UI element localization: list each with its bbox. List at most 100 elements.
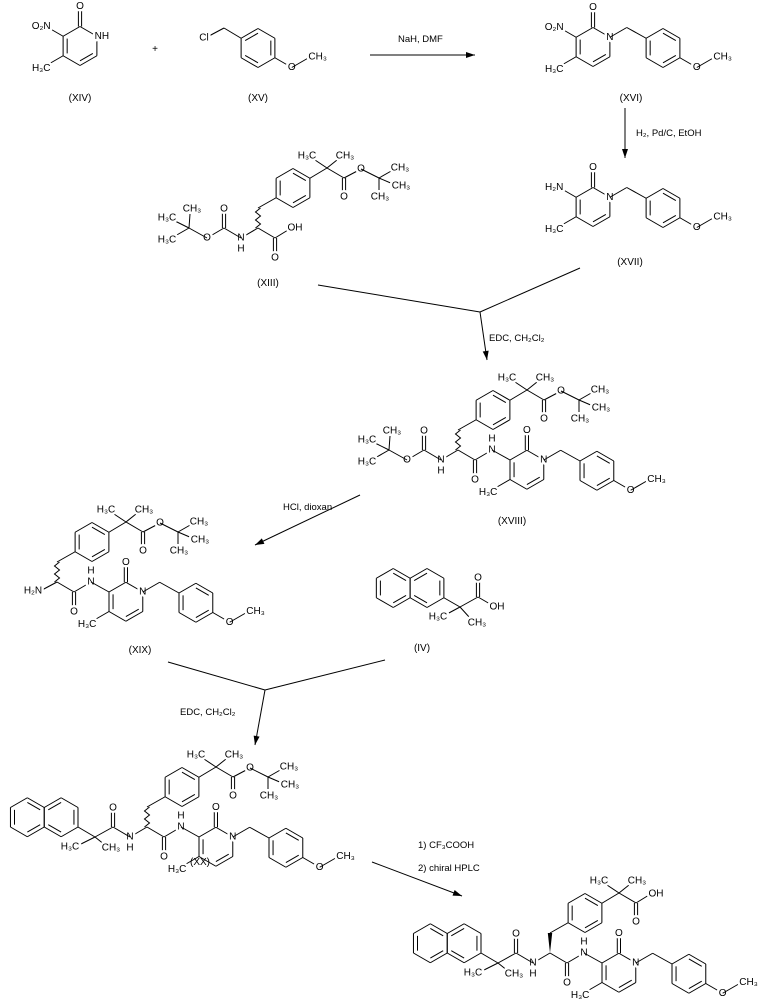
- bond: [609, 187, 628, 198]
- ring-double-bond: [662, 214, 677, 224]
- phenyl-bond: [164, 796, 183, 807]
- atom-label: H₃C: [187, 750, 206, 761]
- atom-label: CH₃: [371, 192, 390, 203]
- atom-label: CH₃: [592, 403, 611, 414]
- atom-label: O: [160, 852, 168, 863]
- bond: [584, 982, 603, 993]
- atom-label: H: [126, 843, 133, 854]
- phenyl-bond: [584, 922, 603, 933]
- ring-double-bond: [430, 927, 444, 937]
- atom-label: H₃C: [358, 435, 377, 446]
- compound-label-xiv: (XIV): [69, 93, 92, 104]
- bond: [423, 449, 442, 461]
- naphthalene-bond: [426, 597, 445, 608]
- bond: [378, 177, 394, 185]
- atom-label: O: [229, 791, 237, 802]
- bond: [722, 983, 740, 994]
- bond: [558, 187, 577, 198]
- naphthalene-bond: [376, 597, 394, 608]
- bond: [378, 169, 394, 179]
- benzene-bond: [268, 827, 287, 839]
- pyridone-bond: [618, 952, 637, 964]
- bond: [249, 767, 269, 778]
- ring-double-bond: [584, 897, 599, 907]
- atom-label: CH₃: [336, 851, 355, 862]
- phenyl-bond: [275, 168, 294, 179]
- atom-label: H₃C: [358, 457, 377, 468]
- bond: [90, 581, 110, 593]
- pyridone-bond: [62, 26, 81, 37]
- pyridone-bond: [215, 826, 234, 838]
- bond: [215, 758, 227, 768]
- bond: [601, 892, 620, 904]
- atom-label: CH₃: [246, 606, 265, 617]
- phenyl-bond: [275, 197, 294, 208]
- bond: [558, 56, 577, 67]
- atom-label: OH: [649, 889, 664, 900]
- naphthalene-bond: [43, 826, 62, 838]
- benzene-bond: [662, 28, 681, 39]
- atom-label: H: [177, 811, 184, 822]
- bond: [457, 449, 476, 461]
- bond: [560, 390, 580, 401]
- atom-label: O: [76, 1, 84, 12]
- pyridone-bond: [215, 856, 234, 867]
- atom-label: CH₃: [468, 618, 487, 629]
- bond: [374, 449, 390, 459]
- arrowhead-icon: [482, 350, 489, 360]
- bond: [91, 611, 110, 622]
- atom-label: H₃C: [32, 63, 51, 74]
- atom-label: CH₃: [628, 876, 647, 887]
- converging-line: [264, 659, 386, 691]
- atom-label: CH₃: [170, 546, 189, 557]
- bond: [206, 227, 225, 239]
- bond: [374, 442, 390, 451]
- benzene-bond: [579, 450, 598, 462]
- pyridone-bond: [79, 26, 98, 37]
- atom-label: H: [488, 434, 495, 445]
- pyridone-bond: [592, 187, 611, 198]
- bond: [609, 27, 628, 38]
- bond: [626, 187, 647, 199]
- phenyl-bond: [475, 419, 494, 430]
- atom-label: CH₃: [190, 517, 209, 528]
- atom-label: H₃C: [498, 373, 517, 384]
- atom-label: H: [529, 969, 536, 980]
- bond: [440, 449, 459, 461]
- naphthalene-bond: [426, 568, 445, 579]
- bond: [232, 826, 250, 838]
- pyridone-bond: [601, 952, 620, 964]
- atom-label: O: [220, 204, 228, 215]
- phenyl-bond: [74, 551, 93, 562]
- benzene-bond: [285, 857, 304, 868]
- ring-double-bond: [526, 476, 540, 486]
- pyridone-bond: [509, 449, 528, 461]
- phenyl-bond: [91, 522, 110, 533]
- atom-label: O: [589, 2, 597, 13]
- bond: [257, 197, 277, 209]
- atom-label: CH₃: [571, 414, 590, 425]
- atom-label: CH₃: [713, 211, 732, 222]
- ring-double-bond: [27, 824, 41, 833]
- bond: [578, 399, 594, 407]
- atom-label: H₃C: [158, 235, 177, 246]
- bond: [566, 952, 585, 964]
- pyridone-bond: [618, 982, 637, 993]
- compound-label-iv: (IV): [414, 643, 430, 654]
- compound-label-xx: (XX): [190, 857, 210, 868]
- benzene-bond: [596, 450, 615, 462]
- ring-double-bond: [392, 594, 407, 604]
- atom-label: CH₃: [391, 163, 410, 174]
- arrowhead-icon: [452, 890, 462, 896]
- bond: [549, 952, 568, 964]
- bond: [326, 159, 338, 169]
- phenyl-bond: [91, 551, 110, 562]
- bond: [177, 523, 193, 533]
- atom-label: O: [403, 455, 411, 466]
- bond: [635, 894, 650, 904]
- ring-double-bond: [244, 32, 259, 42]
- naphthalene-bond: [463, 923, 482, 934]
- pyridone-bond: [125, 611, 144, 622]
- atom-label: CH₃: [183, 204, 202, 215]
